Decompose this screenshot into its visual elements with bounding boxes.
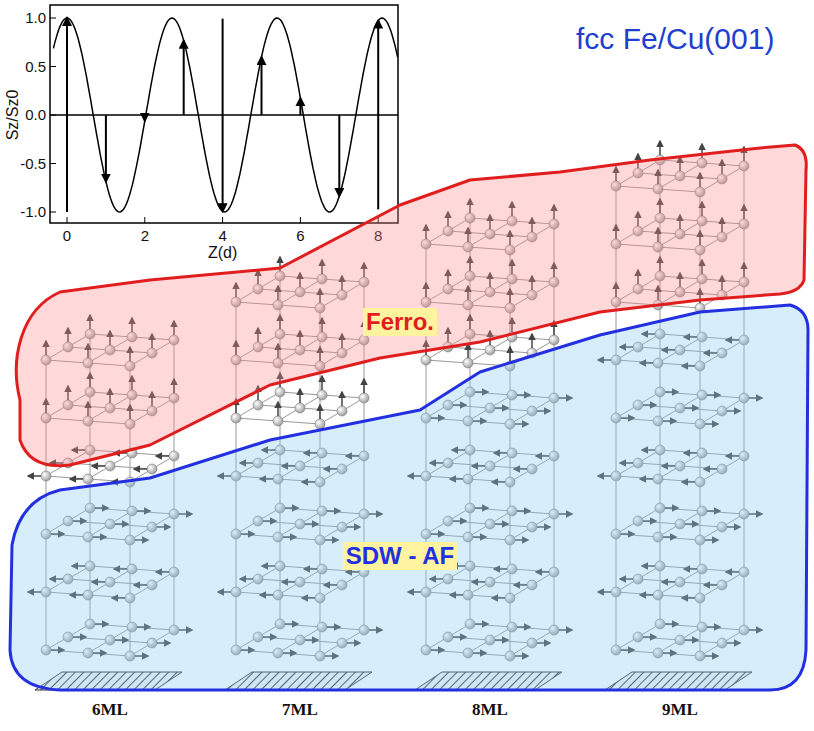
- sine-curve: [53, 18, 397, 212]
- spin-arrow: [319, 405, 321, 419]
- region-label: SDW - AF: [343, 542, 457, 570]
- spin-line: [377, 115, 379, 209]
- region-outline: [10, 305, 808, 690]
- region-label: Ferro.: [363, 308, 437, 336]
- spin-arrow: [156, 455, 169, 457]
- spin-line: [222, 19, 224, 115]
- fe-atom: [147, 464, 157, 474]
- spin-arrow: [66, 18, 68, 115]
- fe-atom: [169, 451, 179, 461]
- fe-atom: [359, 393, 369, 403]
- spin-line: [66, 115, 68, 212]
- fe-atom: [231, 413, 241, 423]
- spin-arrow: [105, 115, 107, 182]
- fe-atom: [275, 387, 285, 397]
- tick-label: 0: [63, 227, 71, 244]
- spin-arrow: [277, 402, 279, 416]
- spin-arrow: [531, 334, 533, 348]
- axis-label: Sz/Sz0: [4, 90, 22, 141]
- fe-atom: [273, 416, 283, 426]
- sdw-af-region: SDW - AF: [6, 300, 812, 695]
- region-outline: [6, 300, 812, 695]
- spin-arrow: [363, 379, 365, 393]
- spin-arrow: [509, 347, 511, 361]
- spin-arrow: [299, 98, 301, 115]
- spin-arrow: [659, 141, 661, 155]
- spin-arrow: [338, 115, 340, 196]
- spin-arrow: [144, 115, 146, 121]
- spin-arrow: [70, 478, 83, 480]
- spin-arrow: [183, 41, 185, 115]
- fe-atom: [317, 390, 327, 400]
- tick-label: 1.0: [25, 9, 46, 26]
- tick-label: 2: [141, 227, 149, 244]
- zero-line: [50, 114, 398, 116]
- tick-label: 0.0: [25, 106, 46, 123]
- fe-atom: [485, 345, 495, 355]
- tick: [67, 217, 68, 223]
- thickness-label: 7ML: [282, 700, 318, 720]
- thickness-label: 6ML: [92, 700, 128, 720]
- fe-atom: [253, 400, 263, 410]
- fe-atom: [463, 358, 473, 368]
- spin-arrow: [377, 21, 379, 115]
- thickness-label: 8ML: [472, 700, 508, 720]
- spin-arrow: [222, 115, 224, 211]
- fe-atom: [105, 461, 115, 471]
- tick: [222, 217, 223, 223]
- fe-atom: [315, 419, 325, 429]
- tick-label: 4: [218, 227, 226, 244]
- fe-atom: [295, 403, 305, 413]
- thickness-label: 9ML: [662, 700, 698, 720]
- tick: [50, 66, 56, 67]
- spin-arrow: [28, 475, 41, 477]
- tick: [50, 163, 56, 164]
- spin-arrow: [299, 389, 301, 403]
- tick: [300, 217, 301, 223]
- fe-atom: [549, 335, 559, 345]
- spin-arrow: [321, 376, 323, 390]
- tick-label: -0.5: [20, 155, 46, 172]
- diagram-title: fcc Fe/Cu(001): [576, 22, 774, 56]
- tick-label: -1.0: [20, 203, 46, 220]
- tick: [50, 212, 56, 213]
- tick: [50, 18, 56, 19]
- tick: [144, 217, 145, 223]
- spin-arrow: [92, 465, 105, 467]
- spin-arrow: [261, 57, 263, 115]
- tick-label: 6: [296, 227, 304, 244]
- fe-atom: [41, 471, 51, 481]
- fe-atom: [337, 406, 347, 416]
- fe-atom: [421, 355, 431, 365]
- tick-label: 0.5: [25, 58, 46, 75]
- spin-arrow: [341, 392, 343, 406]
- axis-label: Z(d): [208, 244, 237, 262]
- fe-atom: [83, 474, 93, 484]
- spin-arrow: [467, 344, 469, 358]
- tick: [50, 115, 56, 116]
- spin-arrow: [134, 468, 147, 470]
